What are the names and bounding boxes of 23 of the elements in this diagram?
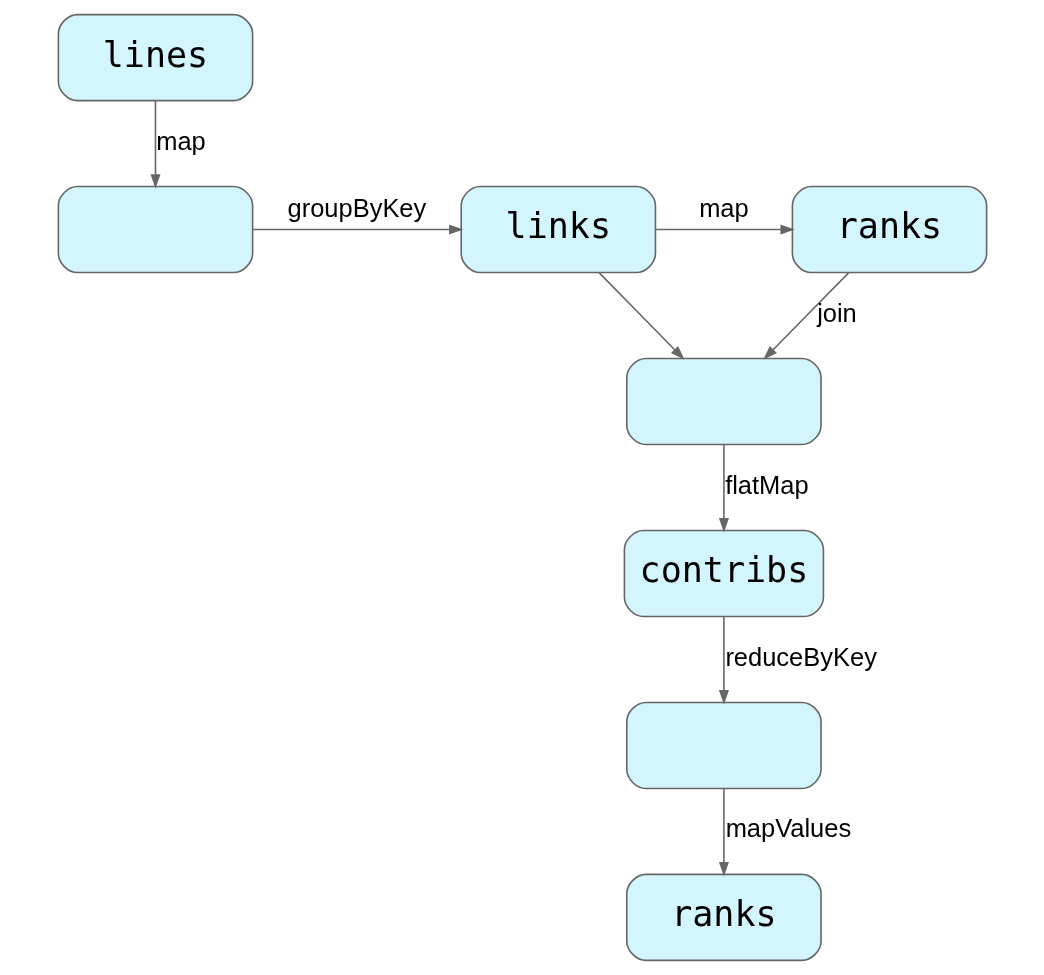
edge-label: map — [155, 126, 206, 155]
node-box: ranks — [625, 873, 822, 962]
edge-label: join — [816, 298, 857, 327]
node-box — [625, 701, 822, 790]
edge-label: reduceByKey — [724, 642, 877, 671]
edge-label: groupByKey — [287, 193, 426, 222]
arrow — [762, 272, 849, 360]
node-box: lines — [57, 13, 253, 102]
edge-label: mapValues — [725, 814, 851, 843]
node-box: links — [459, 185, 656, 274]
node-box — [625, 357, 822, 446]
arrow — [149, 100, 161, 189]
node-box: contribs — [623, 529, 824, 618]
node-box — [57, 185, 253, 274]
arrow — [654, 224, 795, 235]
arrow — [718, 616, 729, 705]
edge-label: flatMap — [724, 470, 809, 499]
arrow — [251, 224, 463, 235]
edge-label: map — [698, 193, 749, 222]
arrow — [718, 444, 729, 533]
arrow — [718, 787, 729, 877]
node-box: ranks — [791, 185, 987, 274]
arrow — [597, 272, 685, 360]
